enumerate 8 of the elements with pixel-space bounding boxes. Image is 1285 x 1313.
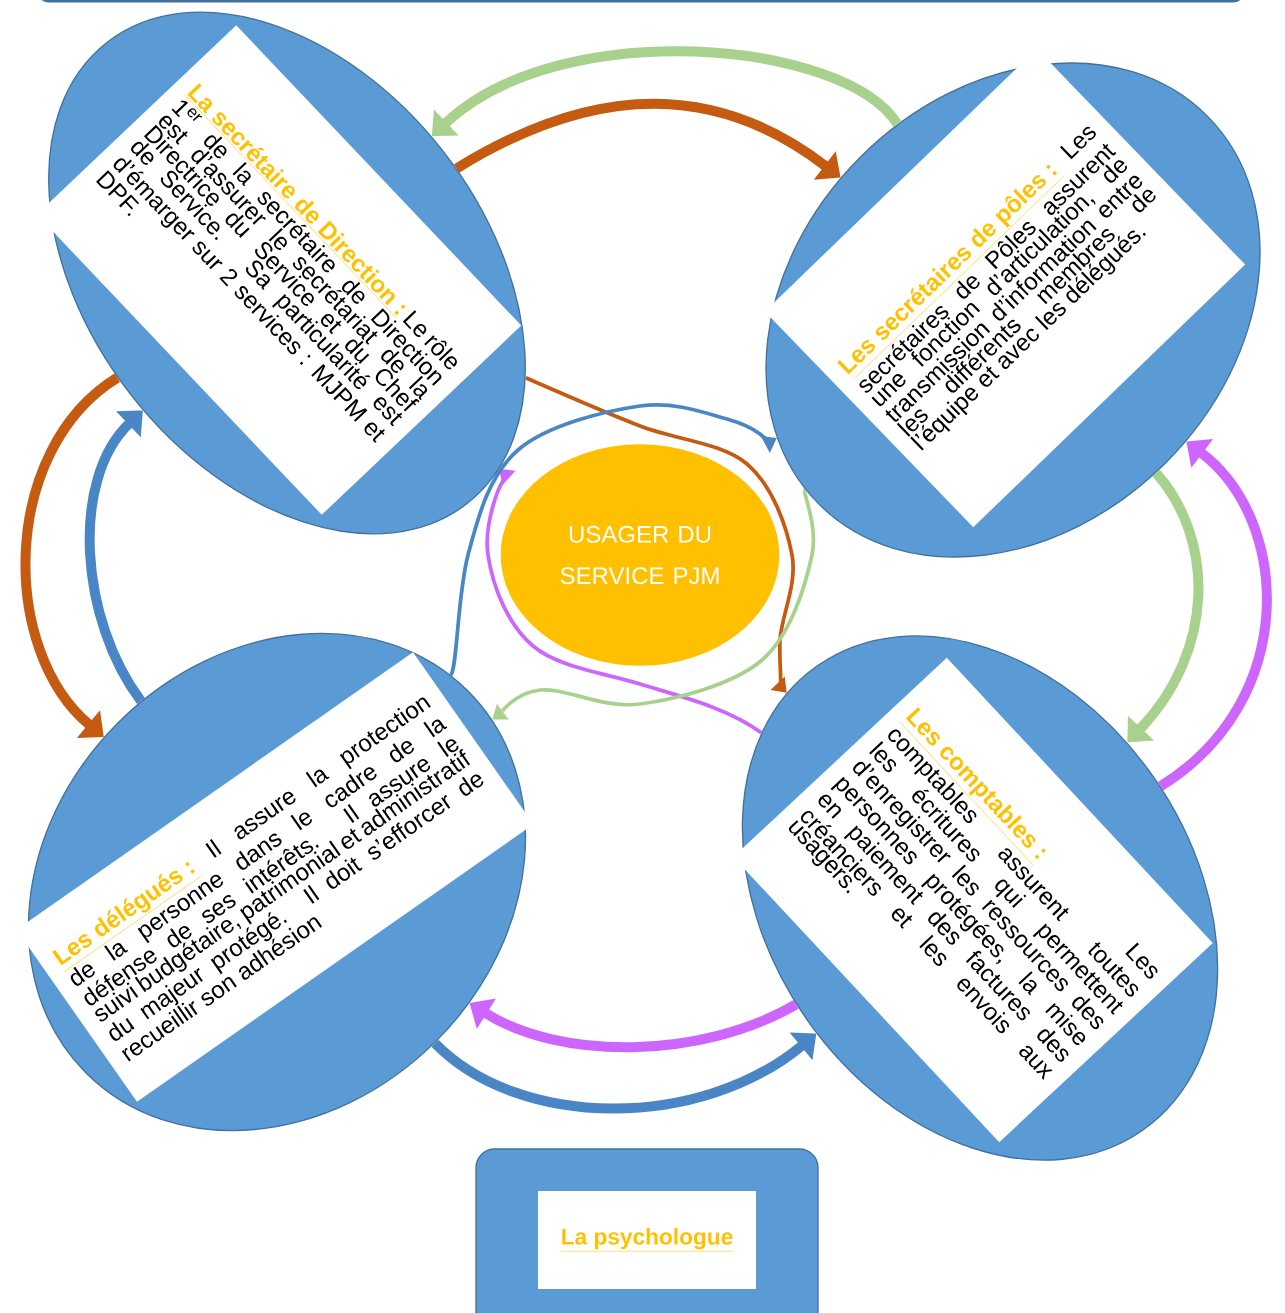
curved-arrow xyxy=(524,376,795,693)
curved-arrow xyxy=(1127,469,1204,743)
curved-arrow xyxy=(20,373,121,738)
curved-arrow xyxy=(492,489,816,720)
curved-arrow xyxy=(454,98,841,180)
curved-arrow xyxy=(84,410,146,704)
curved-arrow xyxy=(1157,439,1272,791)
text-card: La psychologue xyxy=(538,1191,756,1289)
